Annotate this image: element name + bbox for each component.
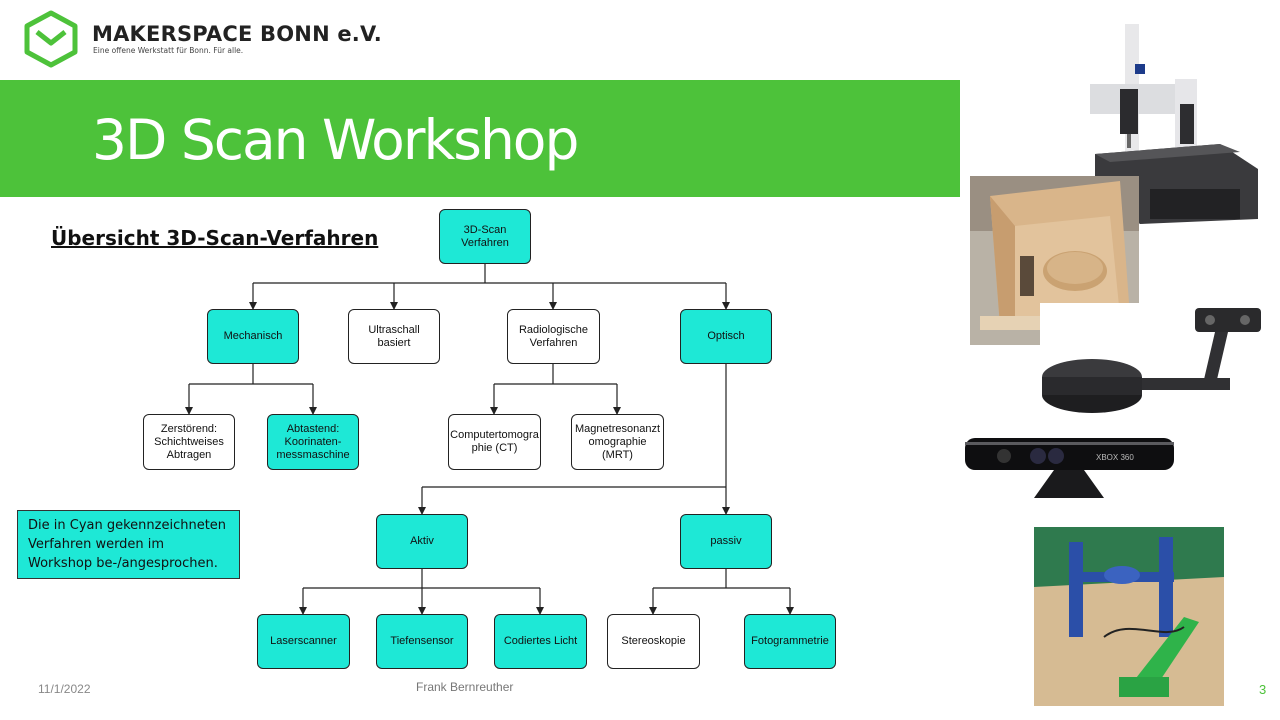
page-number: 3 bbox=[1259, 682, 1267, 697]
turntable-scanner-photo bbox=[1040, 303, 1264, 417]
node-ultraschall: Ultraschall basiert bbox=[348, 309, 440, 364]
section-subtitle: Übersicht 3D-Scan-Verfahren bbox=[51, 226, 379, 250]
node-ct: Computertomogra phie (CT) bbox=[448, 414, 541, 470]
node-codiertes-licht: Codiertes Licht bbox=[494, 614, 587, 669]
kinect-sensor-photo: XBOX 360 bbox=[964, 436, 1175, 506]
node-abtastend: Abtastend: Koorinaten- messmaschine bbox=[267, 414, 359, 470]
footer-date: 11/1/2022 bbox=[38, 682, 91, 696]
node-mechanisch-label: Mechanisch bbox=[223, 330, 283, 342]
node-fotogrammetrie-label: Fotogrammetrie bbox=[751, 635, 829, 647]
node-zerstoerend: Zerstörend: Schichtweises Abtragen bbox=[143, 414, 235, 470]
node-root: 3D-Scan Verfahren bbox=[439, 209, 531, 264]
node-codiertes-licht-label: Codiertes Licht bbox=[503, 635, 578, 647]
photogrammetry-rig-photo bbox=[1034, 527, 1224, 706]
node-aktiv-label: Aktiv bbox=[410, 535, 434, 547]
node-zerstoerend-label: Zerstörend: Schichtweises Abtragen bbox=[154, 422, 224, 461]
node-ultraschall-label: Ultraschall basiert bbox=[368, 323, 420, 349]
node-tiefensensor: Tiefensensor bbox=[376, 614, 468, 669]
node-aktiv: Aktiv bbox=[376, 514, 468, 569]
node-laserscanner: Laserscanner bbox=[257, 614, 350, 669]
node-tiefensensor-label: Tiefensensor bbox=[390, 635, 454, 647]
footer-author: Frank Bernreuther bbox=[416, 680, 514, 694]
node-radiologisch-label: Radiologische Verfahren bbox=[518, 323, 589, 349]
node-mechanisch: Mechanisch bbox=[207, 309, 299, 364]
node-fotogrammetrie: Fotogrammetrie bbox=[744, 614, 836, 669]
kinect-label: XBOX 360 bbox=[1096, 453, 1134, 462]
org-name: MAKERSPACE BONN e.V. bbox=[92, 22, 382, 46]
node-abtastend-label: Abtastend: Koorinaten- messmaschine bbox=[276, 422, 350, 461]
node-mrt: Magnetresonanzt omographie (MRT) bbox=[571, 414, 664, 470]
node-mrt-label: Magnetresonanzt omographie (MRT) bbox=[575, 422, 660, 461]
page-title: 3D Scan Workshop bbox=[92, 108, 579, 172]
legend-note: Die in Cyan gekennzeichneten Verfahren w… bbox=[17, 510, 240, 579]
node-passiv-label: passiv bbox=[710, 535, 742, 547]
node-optisch-label: Optisch bbox=[707, 330, 745, 342]
node-passiv: passiv bbox=[680, 514, 772, 569]
title-banner bbox=[0, 80, 960, 197]
node-radiologisch: Radiologische Verfahren bbox=[507, 309, 600, 364]
node-stereoskopie-label: Stereoskopie bbox=[621, 635, 686, 647]
node-stereoskopie: Stereoskopie bbox=[607, 614, 700, 669]
node-optisch: Optisch bbox=[680, 309, 772, 364]
makerspace-logo-icon bbox=[24, 10, 78, 68]
node-root-label: 3D-Scan Verfahren bbox=[461, 223, 509, 249]
node-laserscanner-label: Laserscanner bbox=[270, 635, 337, 647]
node-ct-label: Computertomogra phie (CT) bbox=[450, 429, 539, 454]
org-tagline: Eine offene Werkstatt für Bonn. Für alle… bbox=[93, 46, 244, 55]
